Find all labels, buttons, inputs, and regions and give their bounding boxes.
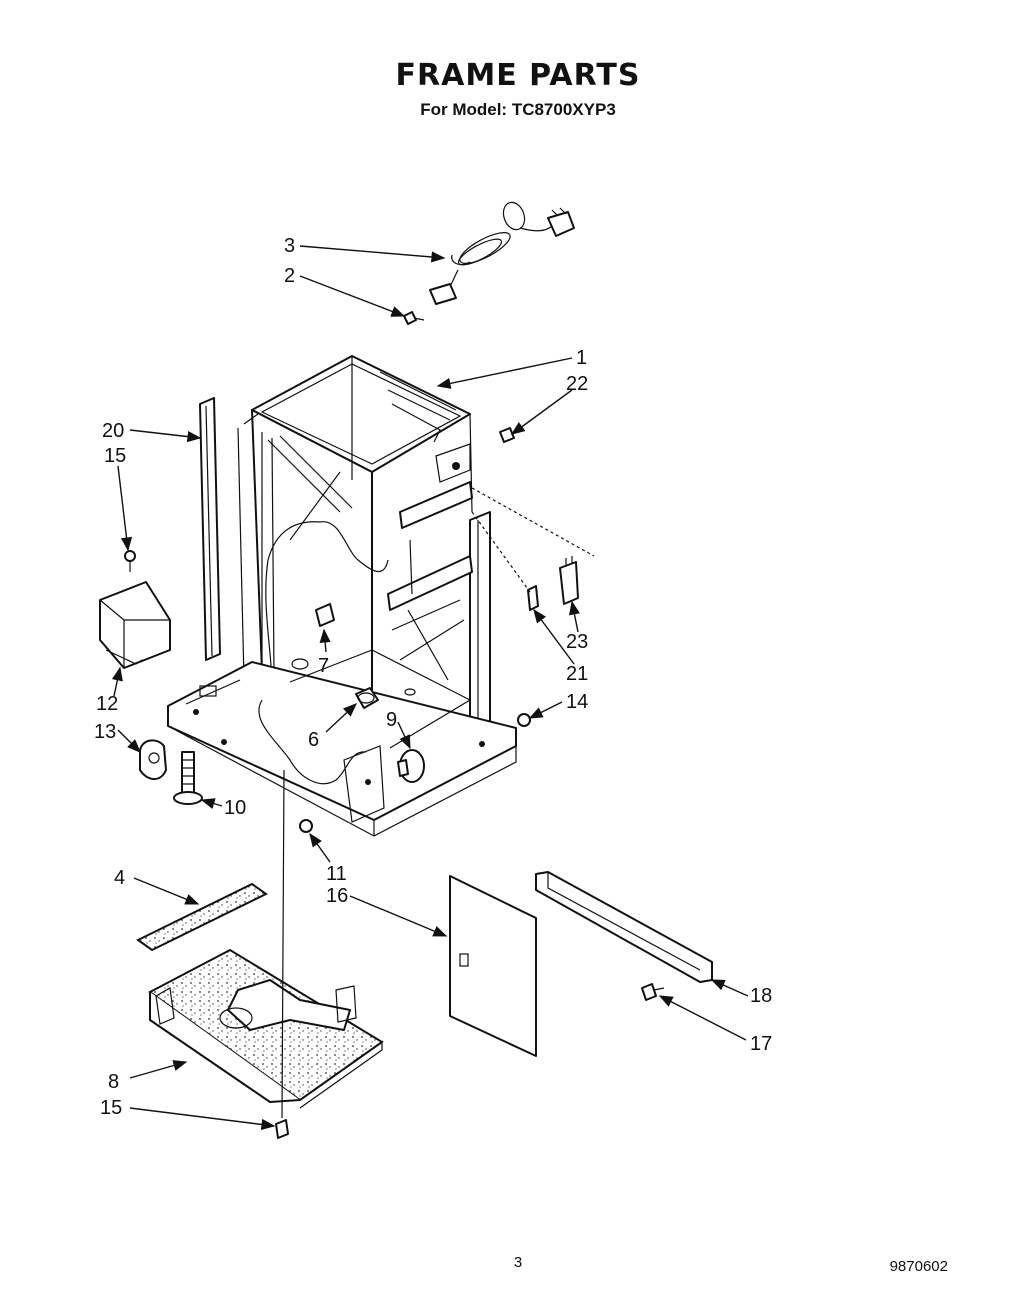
- component-part-6: [355, 687, 379, 709]
- nut-part-14: [517, 713, 531, 727]
- cover-box-part: [99, 581, 171, 669]
- clamp-part: [139, 739, 167, 780]
- callout-1: 1: [576, 347, 587, 369]
- base-tray-part: [148, 948, 384, 1109]
- callout-17: 17: [750, 1033, 772, 1055]
- rail-part-18: [535, 871, 713, 983]
- vertical-strip-part: [199, 397, 221, 661]
- callout-labels: 3 2 1 22 20 15 7 23 21 12 13 14 9 6 10 1…: [94, 235, 772, 1119]
- callout-6: 6: [308, 729, 319, 751]
- power-cord-part: [429, 201, 575, 305]
- callout-20: 20: [102, 420, 124, 442]
- callout-22: 22: [566, 373, 588, 395]
- document-number: 9870602: [889, 1258, 948, 1275]
- leveling-leg-part: [173, 751, 203, 805]
- callout-23: 23: [566, 631, 588, 653]
- callout-11: 11: [326, 863, 347, 885]
- callout-15-bottom: 15: [100, 1097, 122, 1119]
- callout-2: 2: [284, 265, 295, 287]
- page-title: FRAME PARTS: [395, 58, 641, 93]
- callout-12: 12: [96, 693, 118, 715]
- leader-lines: [111, 245, 749, 1130]
- screw-part-15-bottom: [275, 1119, 289, 1139]
- page-number: 3: [513, 1254, 523, 1271]
- callout-10: 10: [224, 797, 246, 819]
- strip-part-4: [136, 882, 268, 952]
- switch-part-23: [559, 556, 579, 605]
- callout-15-top: 15: [104, 445, 126, 467]
- callout-14: 14: [566, 691, 588, 713]
- screw-part-15-top: [124, 550, 136, 572]
- screw-part-2: [403, 311, 425, 325]
- callout-3: 3: [284, 235, 295, 257]
- panel-part-16: [449, 875, 537, 1057]
- nut-part-11: [299, 819, 313, 833]
- callout-13: 13: [94, 721, 116, 743]
- screw-part-17: [641, 983, 665, 1001]
- callout-4: 4: [114, 867, 125, 889]
- callout-9: 9: [386, 709, 397, 731]
- callout-18: 18: [750, 985, 772, 1007]
- callout-21: 21: [566, 663, 588, 685]
- model-subtitle: For Model: TC8700XYP3: [420, 100, 616, 119]
- callout-7: 7: [318, 655, 329, 677]
- callout-8: 8: [108, 1071, 119, 1093]
- component-part-7: [315, 603, 335, 627]
- plate-part-21: [527, 585, 539, 611]
- cabinet-frame-part: [167, 355, 517, 837]
- callout-16: 16: [326, 885, 348, 907]
- component-part-9: [397, 749, 425, 783]
